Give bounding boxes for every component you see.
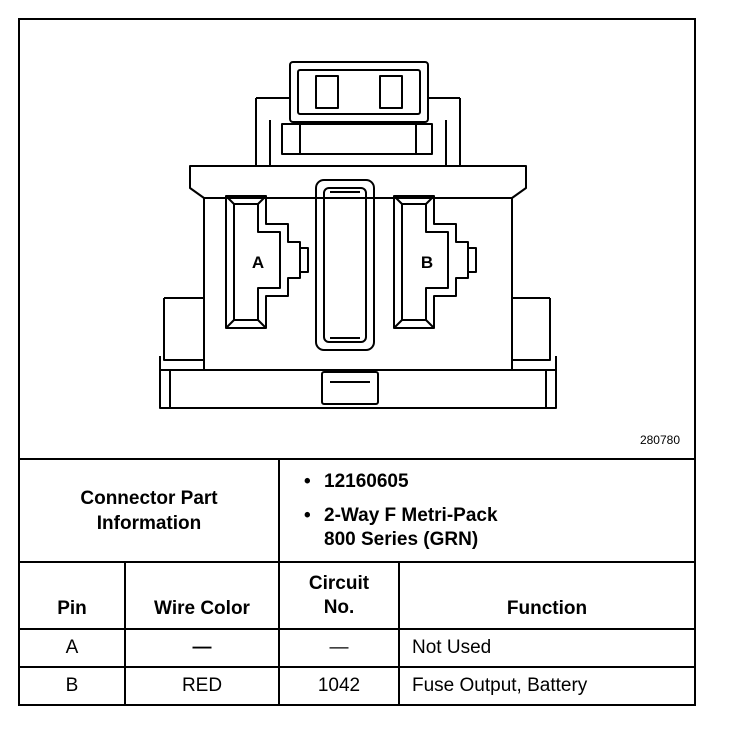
divider <box>398 561 400 706</box>
header-wire-color: Wire Color <box>154 598 250 619</box>
header-circuit-line1: Circuit <box>308 572 370 594</box>
connector-description: 2-Way F Metri-Pack 800 Series (GRN) <box>302 504 498 552</box>
connector-diagram: A B <box>159 61 557 409</box>
connector-part-label-line1: Connector Part <box>80 487 218 509</box>
divider <box>278 561 280 706</box>
row-a-circuit: — <box>329 637 349 658</box>
divider <box>278 458 280 563</box>
header-circuit-line2: No. <box>323 596 355 618</box>
part-number: 12160605 <box>302 470 498 494</box>
connector-part-details: 12160605 2-Way F Metri-Pack 800 Series (… <box>302 470 498 552</box>
row-a-function: Not Used <box>412 637 492 658</box>
divider <box>20 458 694 460</box>
divider <box>20 666 694 668</box>
row-a-pin: A <box>65 637 79 658</box>
pin-a-label: A <box>252 253 264 272</box>
header-pin: Pin <box>57 598 87 619</box>
connector-part-label-line2: Information <box>96 512 202 534</box>
row-b-pin: B <box>65 675 79 696</box>
connector-desc-line1: 2-Way F Metri-Pack <box>324 505 498 526</box>
row-b-circuit: 1042 <box>317 675 361 696</box>
connector-figure: A B 280780 Connector Part Information 12… <box>18 18 696 706</box>
header-function: Function <box>506 598 588 619</box>
header-circuit-no: Circuit No. <box>280 563 398 628</box>
divider <box>20 628 694 630</box>
connector-desc-line2: 800 Series (GRN) <box>324 529 479 550</box>
connector-part-info-label: Connector Part Information <box>20 460 278 561</box>
row-b-function: Fuse Output, Battery <box>412 675 588 696</box>
divider <box>20 561 694 563</box>
row-b-wire-color: RED <box>181 675 223 696</box>
pin-b-label: B <box>421 253 433 272</box>
row-a-wire-color: — <box>192 637 212 658</box>
divider <box>124 561 126 706</box>
figure-id: 280780 <box>639 433 680 447</box>
